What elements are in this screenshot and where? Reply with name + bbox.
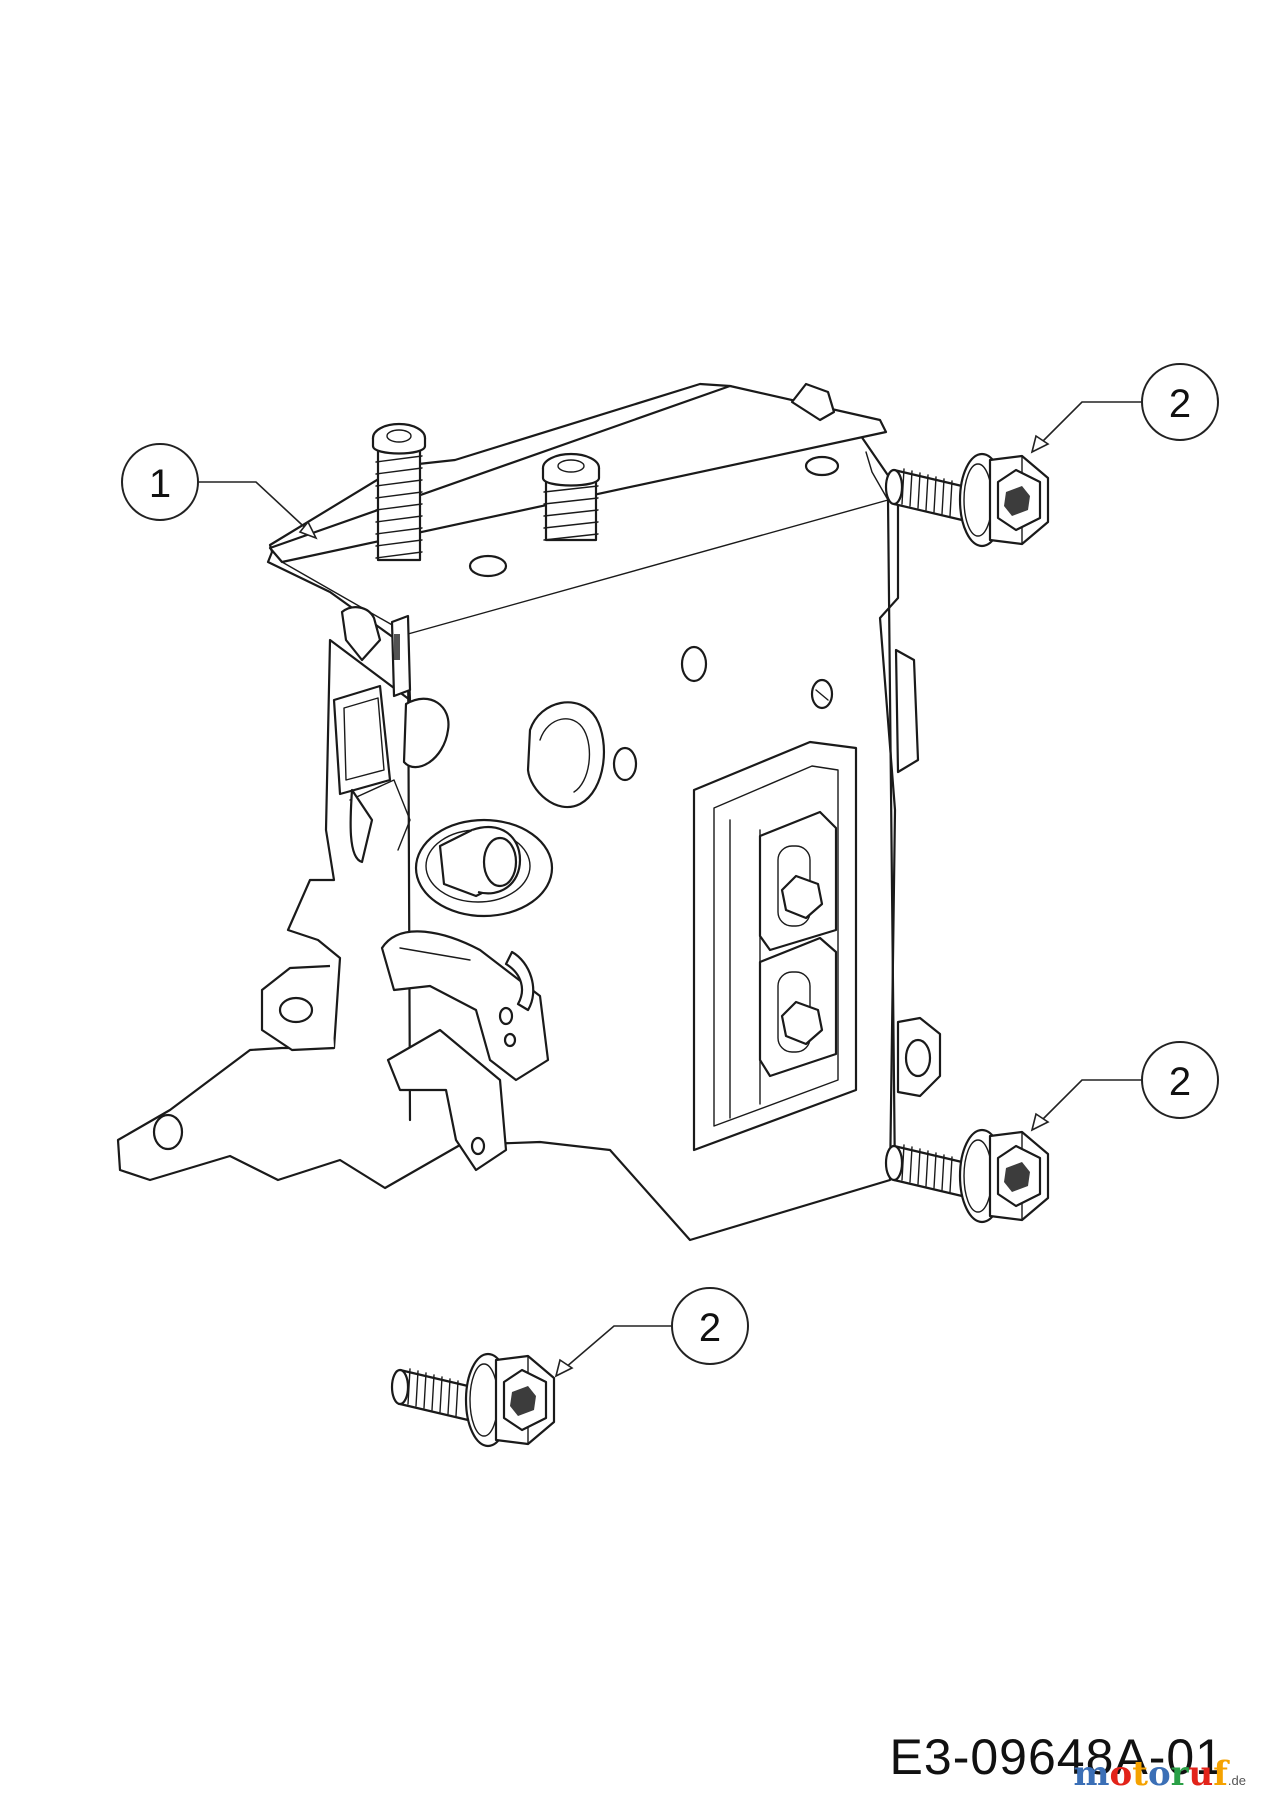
adjusting-screw-icon	[371, 422, 427, 562]
watermark-letter: r	[1170, 1754, 1189, 1794]
callout-label: 2	[1169, 382, 1191, 426]
callout-1: 1	[121, 443, 318, 540]
watermark-letter: f	[1213, 1754, 1228, 1794]
flange-bolt-icon	[390, 1352, 556, 1448]
flange-bolt-icon	[884, 452, 1050, 548]
watermark-logo: motoruf.de	[1074, 1754, 1246, 1794]
watermark-letter: o	[1109, 1754, 1133, 1794]
callout-label: 1	[149, 462, 171, 506]
watermark-tld: .de	[1227, 1773, 1246, 1788]
watermark-letter: m	[1073, 1754, 1110, 1794]
flange-bolt-icon	[884, 1128, 1050, 1224]
bracket-icon	[116, 382, 942, 1242]
adjusting-screw-icon	[541, 452, 601, 542]
callout-2: 2	[1030, 363, 1219, 454]
drawing-code: E3-09648A-01	[889, 1729, 1224, 1785]
callout-2: 2	[1030, 1041, 1219, 1132]
callout-2: 2	[554, 1287, 749, 1378]
callout-label: 2	[699, 1306, 721, 1350]
watermark-letter: u	[1188, 1754, 1214, 1794]
watermark-letter: t	[1132, 1754, 1148, 1794]
callout-label: 2	[1169, 1060, 1191, 1104]
watermark-letter: o	[1147, 1754, 1171, 1794]
